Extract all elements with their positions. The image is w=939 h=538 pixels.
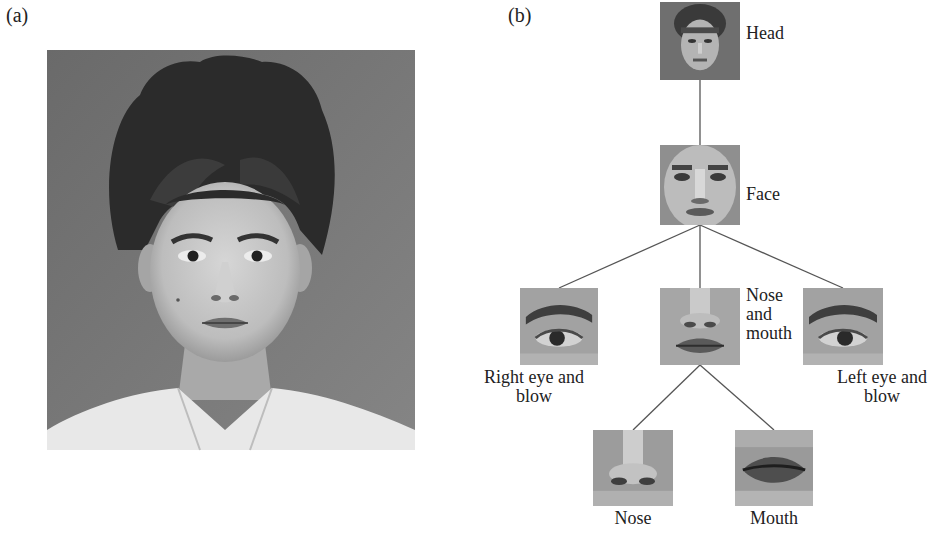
tree-link <box>700 225 843 288</box>
feature-node: Nose and mouth <box>660 288 740 365</box>
feature-thumbnail <box>735 430 813 506</box>
feature-thumbnail <box>593 430 673 506</box>
tree-link <box>700 365 774 430</box>
feature-thumbnail <box>660 145 740 225</box>
panel-label: (b) <box>508 4 531 26</box>
feature-thumbnail <box>660 2 740 80</box>
feature-node: Nose <box>593 430 673 506</box>
node-label: Mouth <box>724 509 824 528</box>
feature-node: Head <box>660 2 740 80</box>
feature-node: Mouth <box>735 430 813 506</box>
feature-thumbnail <box>520 288 598 365</box>
tree-link <box>700 225 701 288</box>
node-label: Face <box>746 185 806 204</box>
node-label: Head <box>746 24 806 43</box>
feature-node: Left eye and blow <box>803 288 883 365</box>
node-label: Left eye and blow <box>830 368 934 406</box>
feature-node: Face <box>660 145 740 225</box>
tree-link <box>559 225 700 288</box>
feature-thumbnail <box>803 288 883 365</box>
panel-label: (a) <box>6 4 28 26</box>
feature-node: Right eye and blow <box>520 288 598 365</box>
node-label: Nose <box>583 509 683 528</box>
node-label: Right eye and blow <box>478 368 590 406</box>
feature-thumbnail <box>660 288 740 365</box>
tree-link <box>633 365 700 430</box>
tree-link <box>700 80 701 145</box>
node-label: Nose and mouth <box>746 286 802 343</box>
